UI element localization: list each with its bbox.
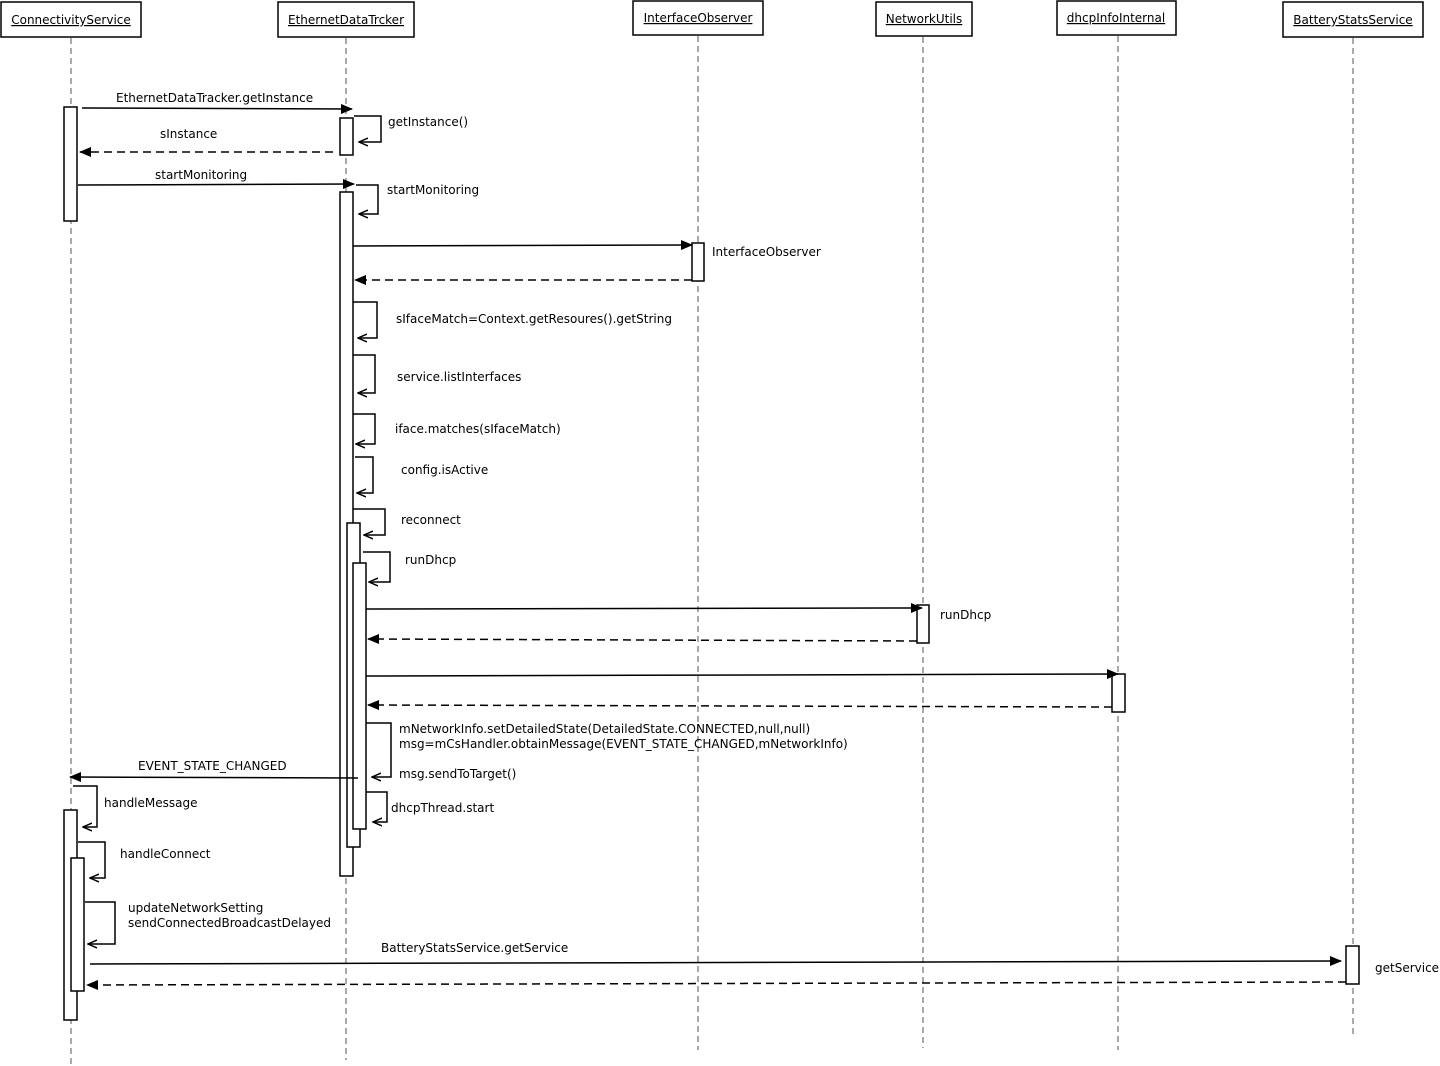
message-arrow [89,956,1342,967]
message-label: iface.matches(sIfaceMatch) [395,422,561,436]
message-label: updateNetworkSetting [128,901,263,915]
message-label: runDhcp [405,553,456,567]
lifeline-head-battery-stats-service: BatteryStatsService [1282,1,1424,38]
message-arrow [365,669,1119,680]
message-label: mNetworkInfo.setDetailedState(DetailedSt… [399,722,810,736]
self-message-arrow [356,184,379,214]
message-label: reconnect [401,513,461,527]
lifeline-name: ConnectivityService [11,13,131,27]
lifeline-head-dhcp-info-internal: dhcpInfoInternal [1056,0,1177,36]
activation-bar [63,106,78,222]
lifeline-name: NetworkUtils [886,12,963,26]
message-label: runDhcp [940,608,991,622]
message-label: getService [1375,961,1439,975]
activation-bar [339,117,354,156]
return-arrow [367,634,918,645]
message-label: EthernetDataTracker.getInstance [116,91,313,105]
message-arrow [365,603,923,614]
self-message-arrow [353,508,386,535]
self-message-arrow [85,901,116,944]
message-arrow [69,772,359,783]
message-label: startMonitoring [155,168,247,182]
message-label: handleMessage [104,796,198,810]
self-message-arrow [353,354,376,393]
lifeline-head-network-utils: NetworkUtils [875,1,973,37]
self-message-arrow [355,456,374,493]
activation-bar [1345,945,1360,985]
lifeline-name: dhcpInfoInternal [1067,11,1165,25]
activation-bar [691,242,705,282]
message-label: InterfaceObserver [712,245,821,259]
activation-bar [352,562,367,830]
self-message-arrow [354,115,382,142]
lifeline-name: InterfaceObserver [644,11,753,25]
return-arrow [86,979,1347,990]
self-message-arrow [363,551,391,582]
activation-bar [916,604,930,644]
lifeline-head-interface-observer: InterfaceObserver [632,0,764,36]
self-message-arrow [73,785,98,827]
message-label: EVENT_STATE_CHANGED [138,759,287,773]
message-label: dhcpThread.start [391,801,494,815]
message-label: sendConnectedBroadcastDelayed [128,916,331,930]
activation-bar [1111,673,1126,713]
message-arrow [77,179,355,190]
self-message-arrow [353,301,378,338]
self-message-arrow [366,722,392,777]
lifeline-name: EthernetDataTrcker [288,13,404,27]
self-message-arrow [78,841,106,878]
lifeline-head-connectivity-service: ConnectivityService [0,1,142,38]
lifeline-name: BatteryStatsService [1293,13,1412,27]
message-arrow [81,103,353,114]
message-label: msg.sendToTarget() [399,767,516,781]
self-message-arrow [366,791,388,822]
message-label: msg=mCsHandler.obtainMessage(EVENT_STATE… [399,737,848,751]
message-label: handleConnect [120,847,211,861]
message-label: sIfaceMatch=Context.getResoures().getStr… [396,312,672,326]
message-label: startMonitoring [387,183,479,197]
activation-bar [70,857,85,992]
return-arrow [367,700,1113,711]
message-label: service.listInterfaces [397,370,521,384]
message-label: getInstance() [388,115,468,129]
message-label: config.isActive [401,463,488,477]
message-arrow [352,240,693,251]
lifeline-head-ethernet-data-tracker: EthernetDataTrcker [277,1,415,38]
self-message-arrow [353,413,376,444]
message-label: BatteryStatsService.getService [381,941,568,955]
message-label: sInstance [160,127,217,141]
